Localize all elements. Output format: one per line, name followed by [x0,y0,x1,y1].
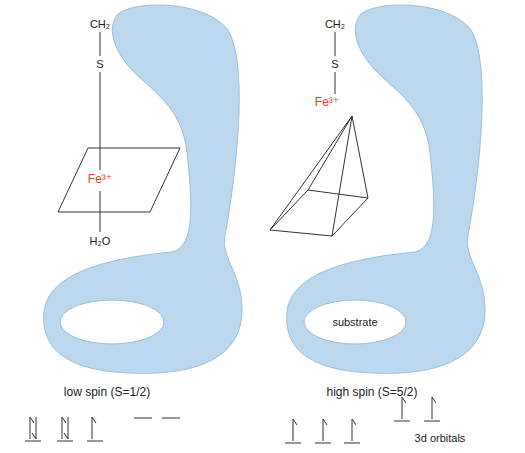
heme-left [58,32,180,232]
chemical-label: 3d orbitals [415,432,466,444]
orbital-level [424,421,440,422]
orbital-level [344,443,360,444]
spin-up-arrow [92,417,96,439]
chemical-label: H₂O [90,235,111,247]
orbital-diagram [25,397,440,443]
orbital-level [25,441,41,442]
chemical-label: Fe³⁺ [88,173,112,186]
chemical-label: S [331,58,338,70]
bond [335,72,336,94]
bond [100,32,101,56]
orbital-level [57,441,73,442]
orbital-level [394,421,410,422]
substrate-pocket: substrate [303,299,407,345]
spin-up-arrow [432,397,436,419]
spin-up-arrow [402,397,406,419]
orbital-level [87,441,103,442]
empty-pocket [60,300,164,344]
protein-right [287,5,485,373]
orbital-level [285,443,301,444]
spin-down-arrow [64,417,68,439]
chemical-label: S [96,58,103,70]
spin-up-arrow [352,419,356,441]
chemical-label: CH₂ [90,18,110,30]
heme-plane [58,148,180,212]
bond [100,72,101,170]
protein-blob [287,5,485,373]
chemical-label: CH₂ [325,18,345,30]
spin-state-label: low spin (S=1/2) [64,386,150,399]
orbital-level [134,418,152,419]
protein-left [44,5,242,373]
heme-right [270,32,368,236]
bond [335,32,336,56]
orbital-level [162,418,180,419]
spin-up-arrow [323,419,327,441]
spin-down-arrow [32,417,36,439]
spin-state-label: high spin (S=5/2) [326,386,417,399]
pocket-ellipse [304,300,406,344]
heme-pyramid [270,116,368,236]
spin-up-arrow [293,419,297,441]
orbital-level [315,443,331,444]
protein-blob [44,5,242,373]
chemical-label: Fe³⁺ [315,96,339,109]
substrate-label: substrate [332,316,377,328]
